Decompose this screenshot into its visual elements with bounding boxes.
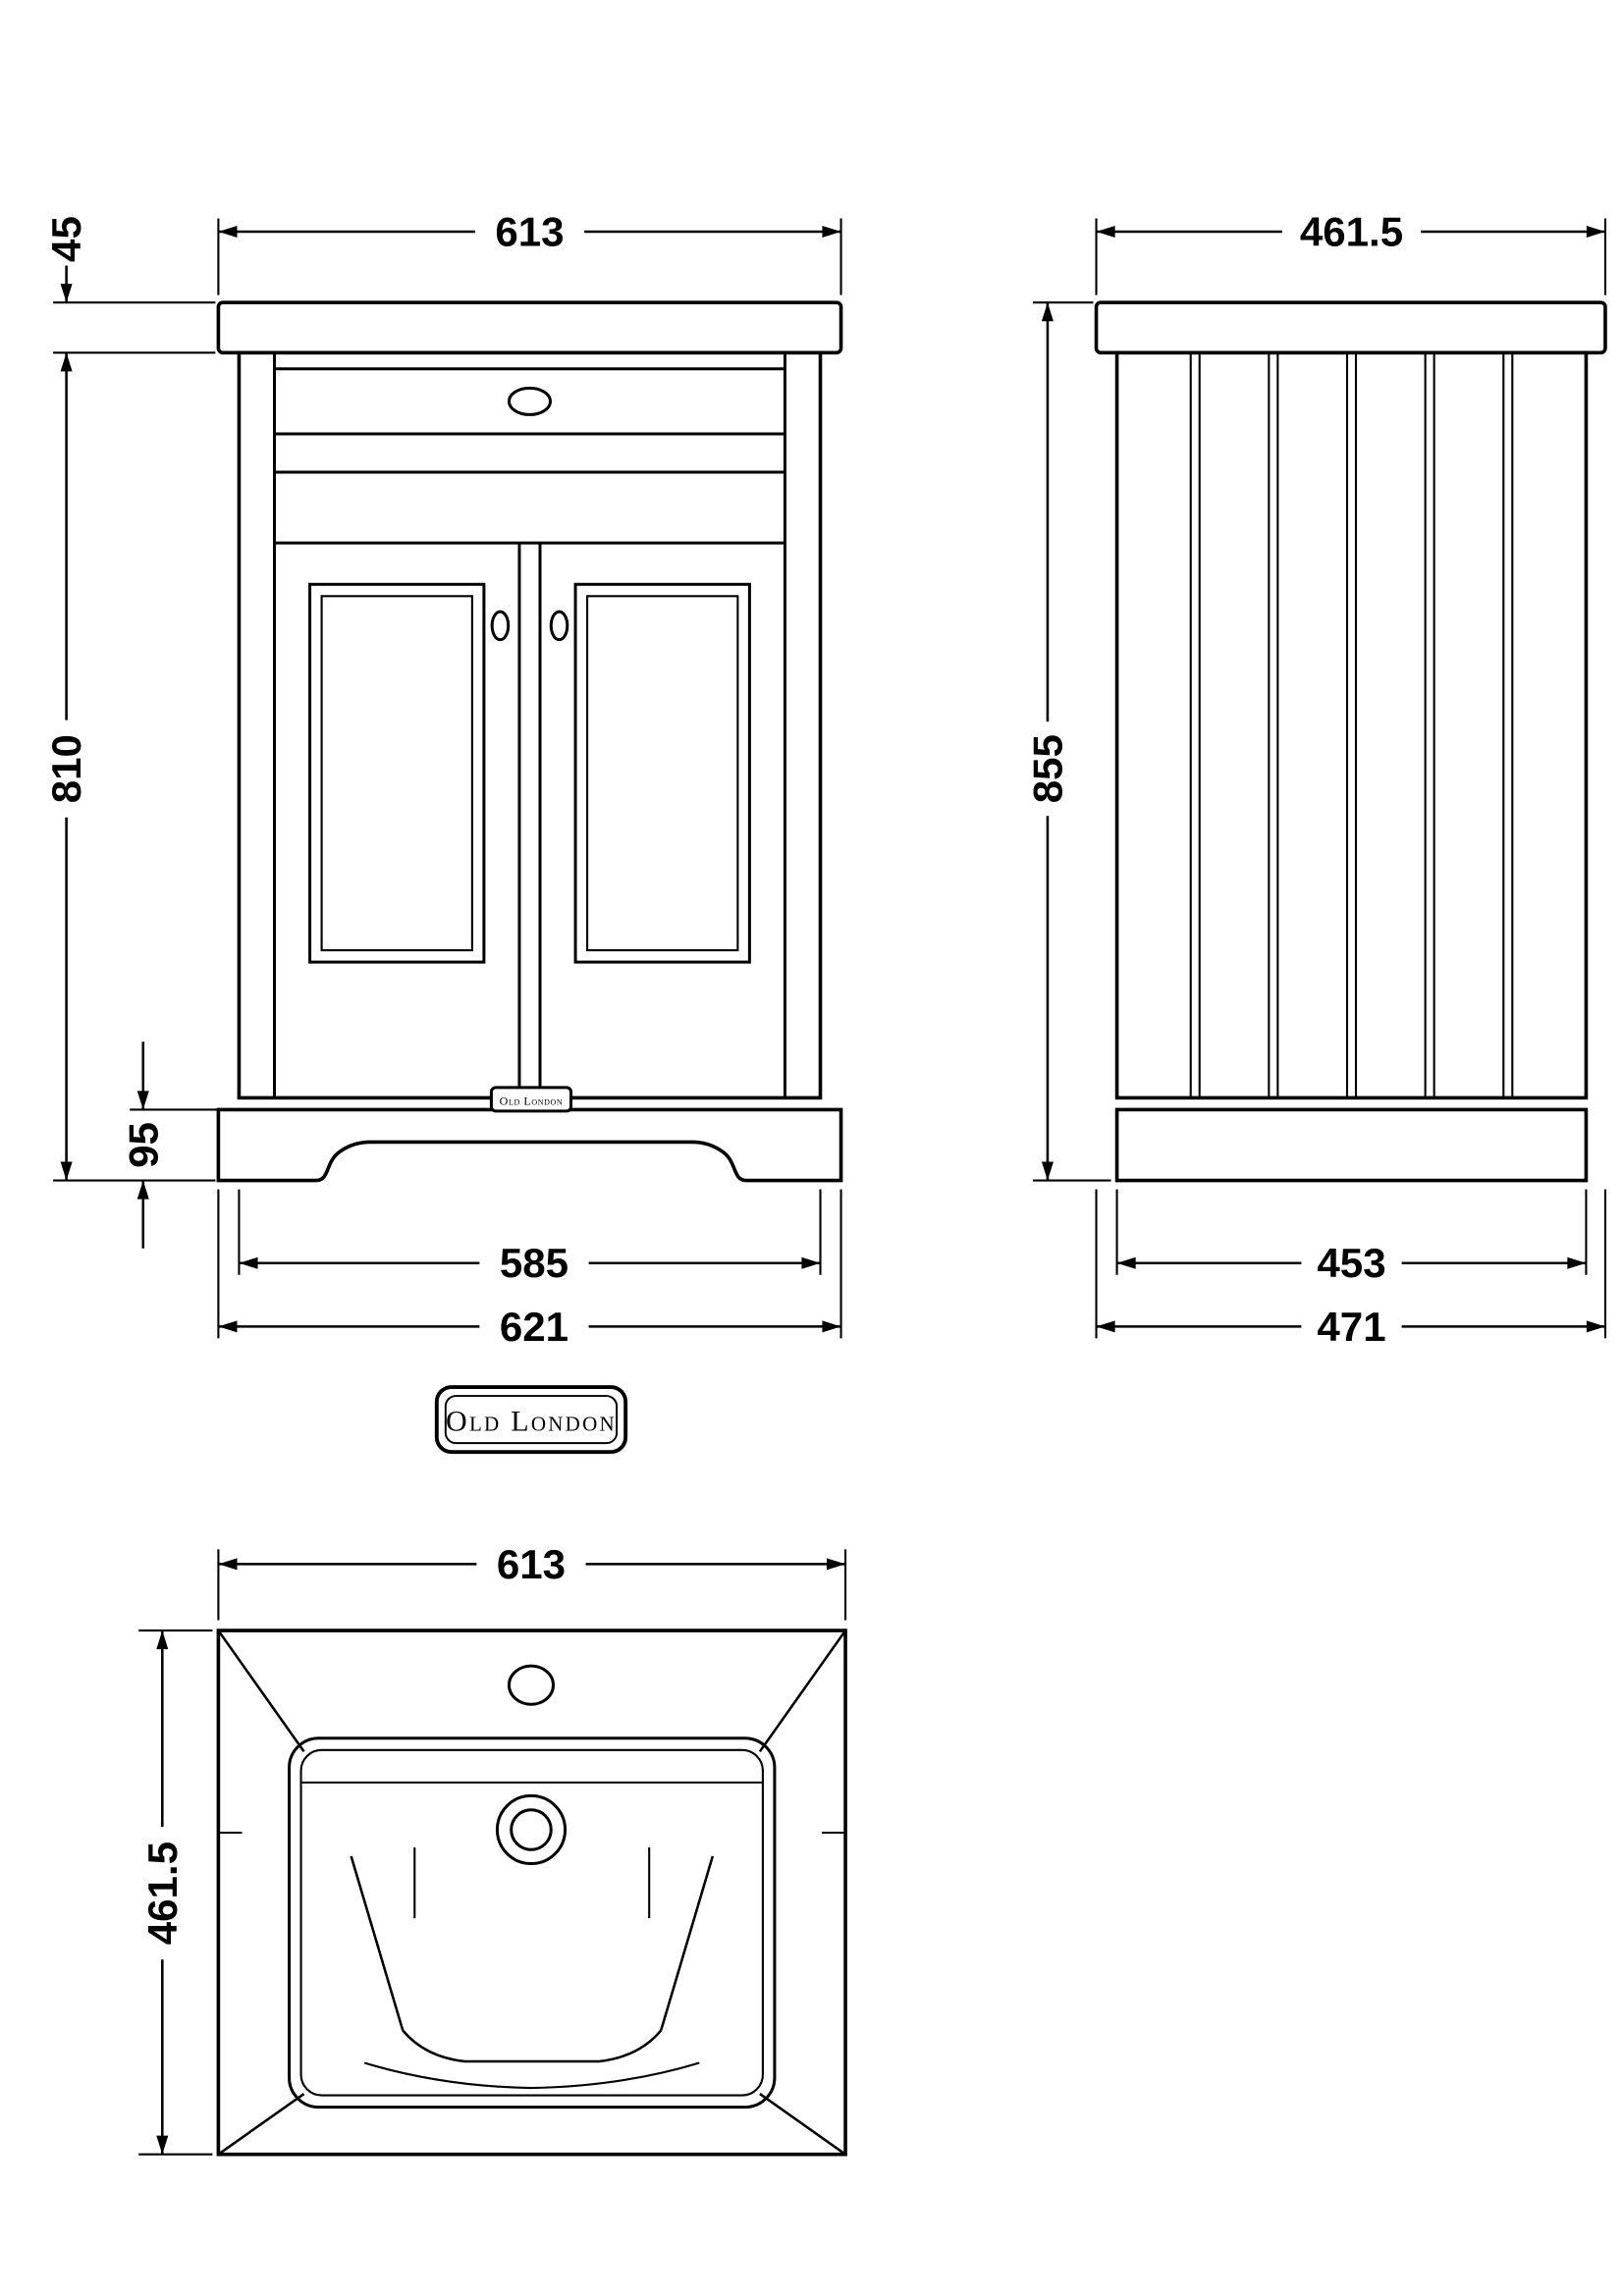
dim-side-overall-height: 855: [1024, 301, 1111, 1182]
dim-side-base-inner-depth: 453: [1115, 1189, 1588, 1286]
side-view: [1094, 300, 1607, 1183]
side-cabinet-body: [1114, 350, 1589, 1100]
left-door-panel-inner: [320, 595, 473, 952]
dim-side-base-outer-depth: 471: [1095, 1189, 1607, 1350]
logo-text: Old London: [446, 1405, 617, 1438]
dim-front-counter-width: 613: [217, 209, 842, 295]
basin-bowl-bottom: [402, 2029, 663, 2063]
basin-waste-inner: [510, 1808, 553, 1851]
basin-corner-chamfer: [759, 2093, 846, 2156]
dim-front-base-inner-width: 585: [238, 1189, 822, 1286]
right-door-knob: [549, 610, 569, 642]
dim-label-side-base-inner-depth: 453: [1317, 1240, 1385, 1286]
basin-outline: [216, 1629, 847, 2157]
basin-tap-hole: [507, 1664, 556, 1706]
dim-label-basin-depth: 461.5: [139, 1842, 186, 1945]
right-door-panel: [573, 582, 751, 964]
basin-corner-chamfer: [758, 1629, 847, 1753]
dim-label-front-plinth-height: 95: [120, 1122, 166, 1168]
logo-inner-border: [444, 1395, 619, 1445]
dim-label-side-base-outer-depth: 471: [1317, 1304, 1385, 1350]
drawer-knob: [507, 386, 553, 416]
dim-basin-width: 613: [217, 1541, 847, 1621]
front-countertop: [216, 300, 843, 355]
dim-label-front-counter-thickness: 45: [43, 216, 89, 262]
basin-corner-chamfer: [217, 1629, 305, 1753]
dim-side-counter-depth: 461.5: [1095, 209, 1607, 295]
basin-plan-view: [216, 1629, 847, 2157]
dim-front-counter-thickness: 45: [43, 216, 216, 354]
dim-label-front-base-inner-width: 585: [500, 1240, 568, 1286]
dim-label-front-base-outer-width: 621: [500, 1304, 568, 1350]
dim-basin-depth: 461.5: [138, 1629, 213, 2156]
dim-label-front-counter-width: 613: [495, 209, 564, 255]
left-door-panel: [308, 582, 486, 964]
basin-slope-left: [350, 1855, 405, 2031]
right-door-panel-inner: [586, 595, 739, 952]
dim-label-front-body-height: 810: [43, 734, 89, 803]
side-plinth: [1114, 1107, 1589, 1183]
dim-label-side-counter-depth: 461.5: [1300, 209, 1403, 255]
basin-corner-chamfer: [217, 2093, 305, 2156]
dim-front-plinth-height: 95: [120, 1041, 222, 1249]
basin-rim-inner: [299, 1748, 764, 2097]
front-view: Old London: [216, 300, 843, 1183]
side-countertop: [1094, 300, 1607, 355]
dim-front-body-height: 810: [43, 352, 216, 1182]
cabinet-nameplate: [489, 1086, 573, 1113]
basin-waste-outer: [495, 1793, 568, 1866]
front-cabinet-body: [237, 350, 823, 1100]
front-plinth: [216, 1107, 843, 1183]
brand-logo-badge: Old London: [434, 1385, 628, 1455]
left-door-knob: [490, 610, 511, 642]
dim-label-side-overall-height: 855: [1024, 734, 1070, 803]
basin-slope-right: [659, 1855, 715, 2031]
cabinet-nameplate-text: Old London: [500, 1094, 564, 1107]
dim-label-basin-width: 613: [497, 1541, 566, 1587]
dim-front-base-outer-width: 621: [217, 1189, 842, 1350]
basin-front-slope-line: [363, 2061, 700, 2090]
basin-rim-outer: [288, 1736, 777, 2109]
